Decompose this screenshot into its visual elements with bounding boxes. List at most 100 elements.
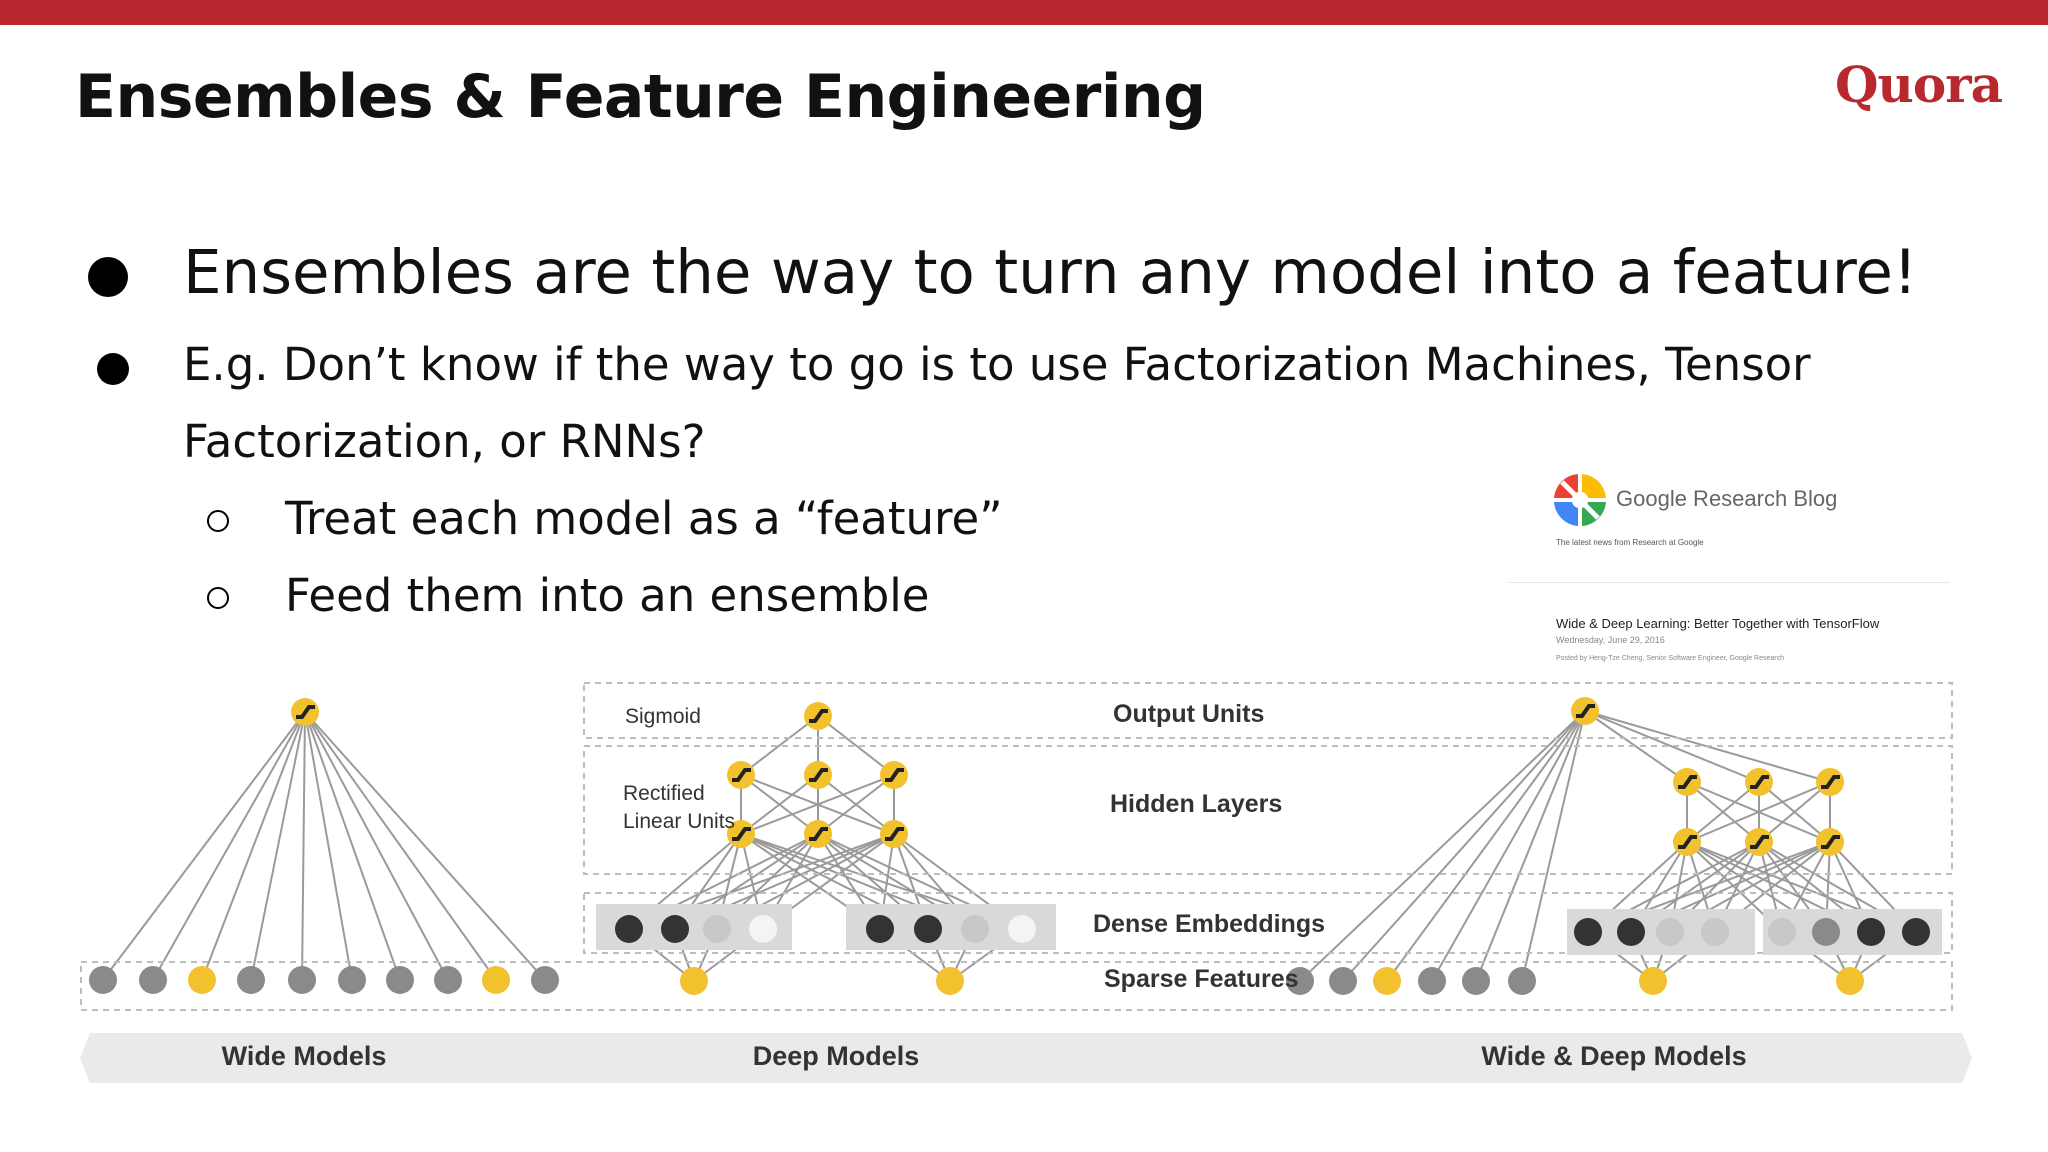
connection-line (1386, 710, 1586, 982)
hidden-unit-node (727, 820, 755, 848)
sparse-feature-node (237, 966, 265, 994)
connection-line (304, 711, 449, 981)
blog-post-author: Posted by Heng-Tze Cheng, Senior Softwar… (1556, 655, 1785, 662)
connection-line (304, 711, 353, 981)
connection-line (740, 715, 819, 776)
embedding-node (1812, 918, 1840, 946)
label-rectified: Rectified (623, 782, 705, 805)
embedding-node (961, 915, 989, 943)
blog-post-date: Wednesday, June 29, 2016 (1556, 635, 1665, 645)
embedding-node (1008, 915, 1036, 943)
bullet-2-line1: E.g. Don’t know if the way to go is to u… (183, 338, 1811, 391)
connection-line (1299, 710, 1586, 982)
connection-line (301, 711, 306, 981)
connection-line (1584, 710, 1688, 783)
connection-line (1686, 781, 1831, 843)
sparse-feature-node (482, 966, 510, 994)
wide-sparse-box (80, 961, 1953, 1011)
output-unit-node (291, 698, 319, 726)
label-dense-embeddings: Dense Embeddings (1093, 910, 1325, 938)
embedding-node (703, 915, 731, 943)
connection-line (1521, 710, 1586, 982)
connection-line (1342, 710, 1586, 982)
embedding-node (1617, 918, 1645, 946)
sparse-feature-node (89, 966, 117, 994)
sparse-feature-node (1639, 967, 1667, 995)
connection-line (304, 711, 497, 981)
blog-tagline: The latest news from Research at Google (1556, 538, 1704, 547)
blog-post-title: Wide & Deep Learning: Better Together wi… (1556, 616, 1880, 631)
panel-label-wide: Wide Models (222, 1041, 387, 1071)
connection-line (817, 774, 895, 835)
sparse-feature-node (1836, 967, 1864, 995)
blog-divider (1508, 582, 1950, 583)
label-output-units: Output Units (1113, 700, 1264, 728)
sparse-feature-node (188, 966, 216, 994)
sparse-feature-node (1508, 967, 1536, 995)
hidden-unit-node (1816, 828, 1844, 856)
sub-bullet-1-text: Treat each model as a “feature” (285, 492, 1003, 545)
slide-title: Ensembles & Feature Engineering (75, 62, 1206, 132)
connection-line (102, 711, 306, 981)
connection-line (250, 711, 306, 981)
connection-line (1584, 710, 1760, 783)
sparse-feature-node (1418, 967, 1446, 995)
panel-label-wide-deep: Wide & Deep Models (1481, 1041, 1746, 1071)
output-unit-node (804, 702, 832, 730)
hidden-unit-node (804, 820, 832, 848)
sub-bullet-2-text: Feed them into an ensemble (285, 569, 930, 622)
sparse-feature-node (936, 967, 964, 995)
hidden-unit-node (1745, 828, 1773, 856)
deep-dense-box (583, 892, 1953, 954)
bullet-dot (88, 257, 128, 297)
connection-line (201, 711, 306, 981)
sparse-feature-node (1462, 967, 1490, 995)
hidden-unit-node (804, 761, 832, 789)
hidden-unit-node (880, 820, 908, 848)
connection-line (1431, 710, 1586, 982)
embedding-node (1574, 918, 1602, 946)
deep-hidden-box (583, 745, 1953, 875)
sparse-feature-node (1373, 967, 1401, 995)
embedding-node (914, 915, 942, 943)
embedding-node (1701, 918, 1729, 946)
sparse-feature-node (1329, 967, 1357, 995)
embedding-node (661, 915, 689, 943)
hidden-unit-node (1745, 768, 1773, 796)
connection-line (740, 774, 819, 835)
connection-line (152, 711, 306, 981)
hidden-unit-node (880, 761, 908, 789)
connection-line (1686, 781, 1760, 843)
hidden-unit-node (1673, 828, 1701, 856)
panel-label-bar (80, 1033, 1972, 1083)
top-accent-bar (0, 0, 2048, 25)
sparse-feature-node (338, 966, 366, 994)
diagram-nodes (89, 697, 1930, 995)
embedding-node (1902, 918, 1930, 946)
connection-line (304, 711, 546, 981)
bullet-2-line2: Factorization, or RNNs? (183, 415, 706, 468)
sub-bullet-ring (207, 510, 229, 532)
sparse-feature-node (1286, 967, 1314, 995)
deep-output-box (583, 682, 1953, 739)
connection-line (304, 711, 401, 981)
quora-logo: Quora (1835, 55, 2003, 114)
sparse-feature-node (288, 966, 316, 994)
label-linear-units: Linear Units (623, 810, 735, 833)
sparse-feature-node (531, 966, 559, 994)
connection-line (740, 774, 895, 835)
bullet-1-text: Ensembles are the way to turn any model … (183, 237, 1918, 308)
sub-bullet-ring (207, 587, 229, 609)
panel-label-deep: Deep Models (753, 1041, 920, 1071)
blog-name: Google Research Blog (1616, 486, 1838, 511)
connection-line (817, 715, 895, 776)
sparse-feature-node (386, 966, 414, 994)
hidden-unit-node (727, 761, 755, 789)
hidden-unit-node (1673, 768, 1701, 796)
connection-line (1475, 710, 1586, 982)
sparse-feature-node (434, 966, 462, 994)
embedding-node (866, 915, 894, 943)
connection-line (1758, 781, 1831, 843)
label-sigmoid: Sigmoid (625, 705, 701, 728)
